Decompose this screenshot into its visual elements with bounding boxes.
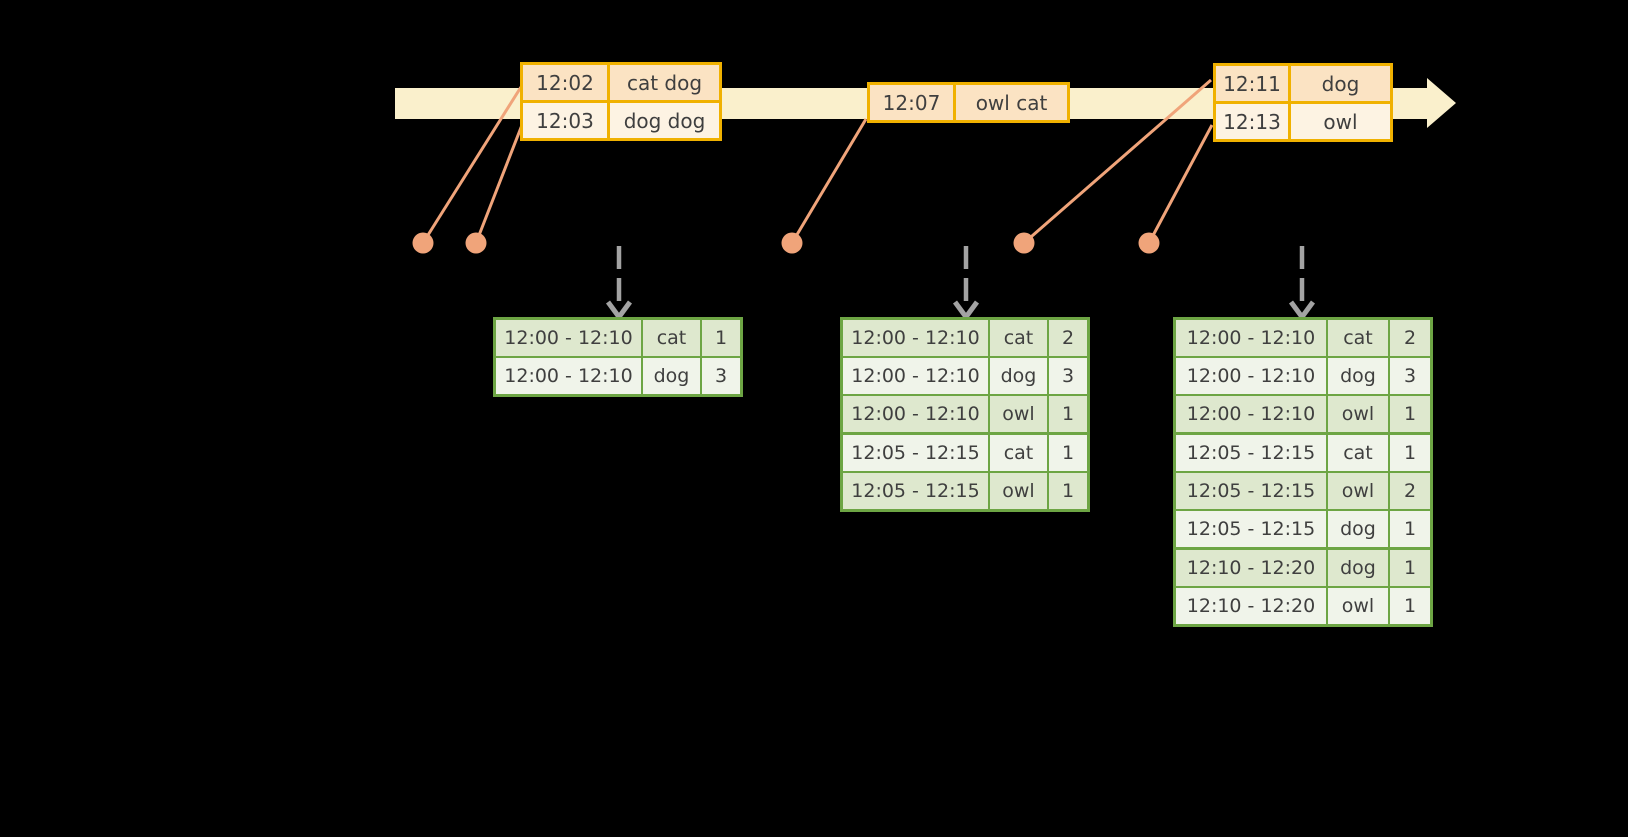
count-cell: 1 [1390,435,1430,471]
window-cell: 12:00 - 12:10 [496,358,641,394]
word-cell: cat [1328,435,1388,471]
trigger-arrow-icon [605,246,633,322]
word-cell: cat [1328,320,1388,356]
connector-line [421,86,523,244]
word-cell: cat [643,320,700,356]
count-cell: 3 [1390,358,1430,394]
count-cell: 2 [1049,320,1087,356]
word-cell: dog [1328,550,1388,586]
word-cell: owl [990,473,1047,509]
word-cell: cat [990,320,1047,356]
word-cell: owl [1328,473,1388,509]
connector-line [790,118,868,244]
timeline-arrowhead-icon [1427,78,1456,128]
event-dot [412,232,434,254]
window-cell: 12:00 - 12:10 [1176,358,1326,394]
count-cell: 1 [1049,396,1087,432]
window-cell: 12:10 - 12:20 [1176,550,1326,586]
words-cell: dog dog [610,103,719,138]
word-cell: dog [643,358,700,394]
event-dot [465,232,487,254]
window-cell: 12:00 - 12:10 [843,396,988,432]
window-cell: 12:05 - 12:15 [843,473,988,509]
word-cell: cat [990,435,1047,471]
window-cell: 12:05 - 12:15 [1176,511,1326,547]
window-cell: 12:00 - 12:10 [1176,396,1326,432]
window-cell: 12:05 - 12:15 [1176,473,1326,509]
window-cell: 12:00 - 12:10 [843,358,988,394]
words-cell: owl cat [956,85,1067,120]
word-cell: dog [990,358,1047,394]
count-cell: 2 [1390,320,1430,356]
count-cell: 3 [1049,358,1087,394]
time-cell: 12:07 [870,85,953,120]
event-dot [1138,232,1160,254]
window-cell: 12:05 - 12:15 [843,435,988,471]
time-cell: 12:11 [1216,66,1288,101]
word-cell: owl [1328,396,1388,432]
word-cell: dog [1328,511,1388,547]
window-cell: 12:00 - 12:10 [1176,320,1326,356]
time-cell: 12:03 [523,103,607,138]
count-cell: 3 [702,358,740,394]
count-cell: 1 [1390,511,1430,547]
connector-line [1023,78,1212,245]
window-cell: 12:05 - 12:15 [1176,435,1326,471]
count-cell: 1 [1049,435,1087,471]
trigger-arrow-icon [952,246,980,322]
word-cell: owl [990,396,1047,432]
window-cell: 12:00 - 12:10 [843,320,988,356]
words-cell: cat dog [610,65,719,100]
word-cell: dog [1328,358,1388,394]
words-cell: dog [1291,66,1390,101]
window-cell: 12:00 - 12:10 [496,320,641,356]
event-dot [781,232,803,254]
time-cell: 12:02 [523,65,607,100]
word-cell: owl [1328,588,1388,624]
count-cell: 1 [1390,588,1430,624]
event-dot [1013,232,1035,254]
count-cell: 2 [1390,473,1430,509]
trigger-arrow-icon [1288,246,1316,322]
connector-line [474,124,524,244]
connector-line [1147,124,1214,244]
words-cell: owl [1291,104,1390,139]
count-cell: 1 [702,320,740,356]
window-cell: 12:10 - 12:20 [1176,588,1326,624]
count-cell: 1 [1390,396,1430,432]
count-cell: 1 [1390,550,1430,586]
count-cell: 1 [1049,473,1087,509]
time-cell: 12:13 [1216,104,1288,139]
